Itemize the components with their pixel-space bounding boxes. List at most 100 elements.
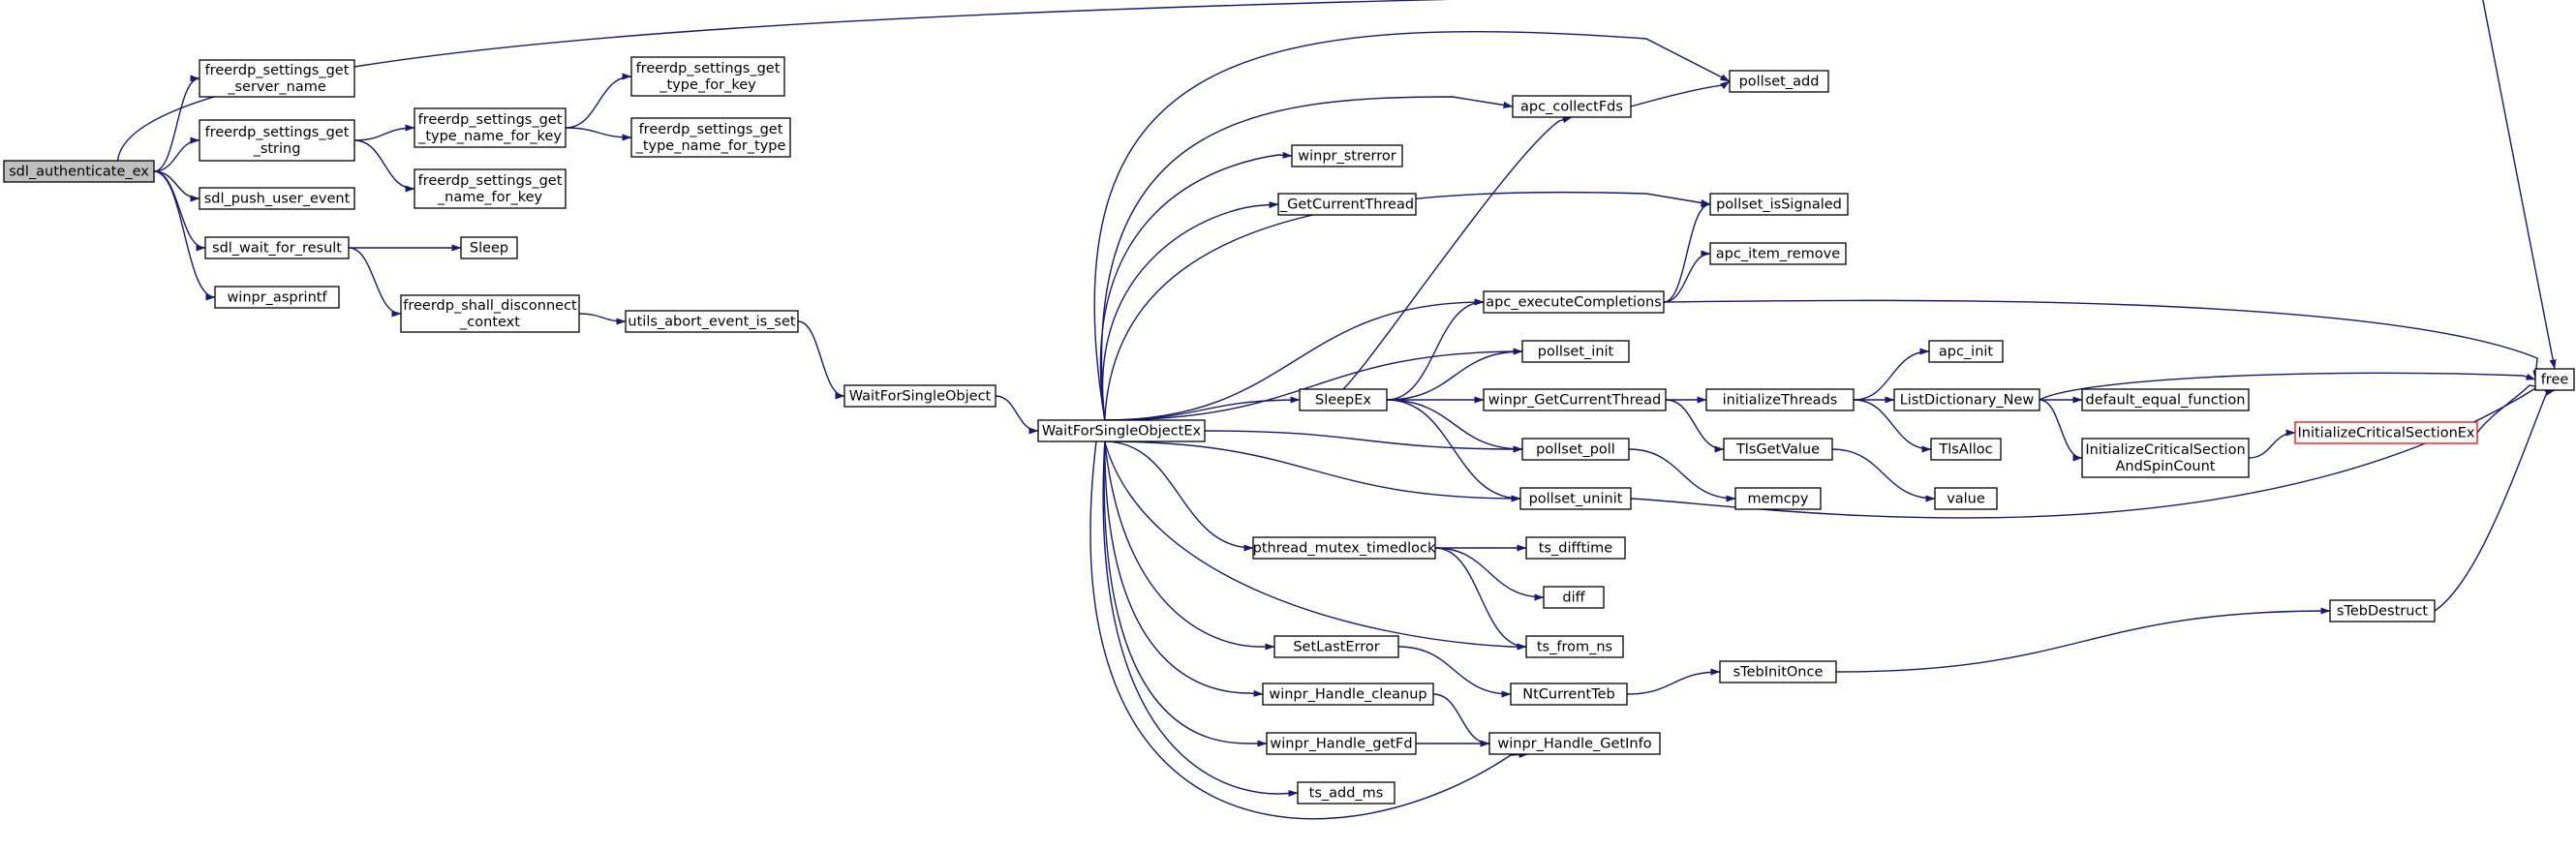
node-sdl-wait-for-result[interactable]: sdl_wait_for_result — [204, 236, 350, 259]
node-tlsgetvalue[interactable]: TlsGetValue — [1723, 438, 1833, 461]
node-label: apc_collectFds — [1520, 100, 1623, 115]
edge-line — [153, 75, 200, 172]
node-label: sdl_wait_for_result — [212, 241, 342, 257]
edge-SleepEx-to-pollset_uninit — [1386, 399, 1521, 502]
edge-NtCurrentTeb-to-sTebInitOnce — [1626, 668, 1721, 695]
node-apc-executecompletions[interactable]: apc_executeCompletions — [1483, 290, 1665, 314]
node-diff[interactable]: diff — [1543, 586, 1605, 609]
node-winpr-handle-getfd[interactable]: winpr_Handle_getFd — [1266, 732, 1417, 755]
edge-line — [2248, 429, 2296, 459]
node-pollset-poll[interactable]: pollset_poll — [1521, 438, 1630, 461]
node-apc-init[interactable]: apc_init — [1928, 340, 2004, 363]
node-get-type-for-key[interactable]: freerdp_settings_get_type_for_key — [630, 56, 785, 97]
node-utils-abort[interactable]: utils_abort_event_is_set — [625, 310, 799, 333]
node-box — [1252, 536, 1436, 560]
node-winpr-handle-cleanup[interactable]: winpr_Handle_cleanup — [1262, 683, 1434, 706]
node-box — [204, 236, 350, 259]
node-listdictionary-new[interactable]: ListDictionary_New — [1893, 388, 2040, 411]
edge-pollset_poll-to-memcpy — [1628, 448, 1736, 502]
node-label: utils_abort_event_is_set — [628, 315, 795, 330]
node-shall-disconnect[interactable]: freerdp_shall_disconnect_context — [400, 294, 580, 333]
node-ts-difftime[interactable]: ts_difftime — [1525, 536, 1626, 560]
node-label: SleepEx — [1315, 393, 1371, 409]
node-waitforsingleobject[interactable]: WaitForSingleObject — [843, 384, 997, 408]
node-label: InitializeCriticalSection — [2085, 442, 2245, 458]
node-initializethreads[interactable]: initializeThreads — [1705, 388, 1855, 411]
edge-WaitForSingleObjectEx-to-SleepEx — [1104, 396, 1301, 421]
node-default-equal-function[interactable]: default_equal_function — [2081, 388, 2250, 411]
edge-line — [1663, 299, 2540, 380]
edge-sdl_authenticate_ex-to-get_string — [153, 137, 200, 172]
node-get-string[interactable]: freerdp_settings_get_string — [199, 119, 355, 162]
node-ntcurrentteb[interactable]: NtCurrentTeb — [1510, 683, 1628, 706]
node-free[interactable]: free — [2534, 368, 2575, 391]
node-getcurrentthread[interactable]: _GetCurrentThread — [1277, 193, 1417, 216]
node-label: _server_name — [227, 79, 326, 95]
node-initializecriticalsectionex[interactable]: InitializeCriticalSectionEx — [2294, 421, 2478, 444]
node-pollset-add[interactable]: pollset_add — [1729, 70, 1829, 93]
node-winpr-handle-getinfo[interactable]: winpr_Handle_GetInfo — [1488, 732, 1661, 755]
node-get-name-for-key[interactable]: freerdp_settings_get_name_for_key — [414, 168, 567, 209]
node-sleepex[interactable]: SleepEx — [1299, 388, 1388, 411]
node-label: TlsGetValue — [1735, 442, 1820, 458]
edge-ListDictionary_New-to-InitCSAndSpinCount — [2039, 399, 2083, 462]
node-ts-from-ns[interactable]: ts_from_ns — [1525, 635, 1624, 658]
edge-apc_executeCompletions-to-free — [1663, 299, 2540, 380]
node-get-type-name-for-key[interactable]: freerdp_settings_get_type_name_for_key — [414, 107, 567, 148]
node-label: freerdp_settings_get — [418, 112, 563, 128]
node-get-type-name-for-type[interactable]: freerdp_settings_get_type_name_for_type — [630, 117, 791, 158]
edge-InitCSAndSpinCount-to-InitializeCriticalSectionEx — [2248, 429, 2296, 459]
node-sleep[interactable]: Sleep — [460, 236, 518, 259]
node-label: apc_init — [1939, 345, 1994, 360]
edge-line — [1626, 668, 1721, 695]
edge-SleepEx-to-pollset_init — [1386, 348, 1523, 401]
node-label: diff — [1562, 591, 1585, 606]
node-box — [1512, 95, 1632, 118]
node-winpr-asprintf[interactable]: winpr_asprintf — [214, 286, 340, 309]
node-pollset-issignaled[interactable]: pollset_isSignaled — [1709, 193, 1849, 216]
node-tlsalloc[interactable]: TlsAlloc — [1930, 438, 2002, 461]
node-label: sdl_authenticate_ex — [9, 165, 149, 180]
edge-line — [797, 320, 845, 400]
node-waitforsingleobjectex[interactable]: WaitForSingleObjectEx — [1037, 419, 1206, 442]
node-box — [414, 107, 567, 148]
edge-shall_disconnect-to-utils_abort — [578, 313, 627, 325]
edge-apc_executeCompletions-to-apc_item_remove — [1663, 250, 1711, 303]
node-sdl-authenticate-ex[interactable]: sdl_authenticate_ex — [3, 160, 155, 183]
edge-line — [353, 124, 415, 141]
edge-line — [1853, 348, 1930, 401]
node-memcpy[interactable]: memcpy — [1734, 487, 1822, 510]
node-box — [1723, 438, 1833, 461]
node-apc-item-remove[interactable]: apc_item_remove — [1709, 242, 1847, 265]
edge-WaitForSingleObject-to-WaitForSingleObjectEx — [995, 395, 1039, 435]
node-stebdestruct[interactable]: sTebDestruct — [2329, 599, 2436, 622]
edge-line — [1665, 399, 1725, 453]
node-box — [1928, 340, 2004, 363]
node-sdl-push-user-event[interactable]: sdl_push_user_event — [199, 187, 355, 210]
node-box — [1705, 388, 1855, 411]
edge-line — [2434, 388, 2556, 612]
node-winpr-strerror[interactable]: winpr_strerror — [1291, 144, 1403, 167]
edge-line — [1099, 151, 1293, 421]
edge-WaitForSingleObjectEx-to-pollset_poll — [1204, 430, 1523, 453]
node-ts-add-ms[interactable]: ts_add_ms — [1297, 781, 1395, 804]
node-apc-collectfds[interactable]: apc_collectFds — [1512, 95, 1632, 118]
node-pollset-init[interactable]: pollset_init — [1521, 340, 1630, 363]
edge-line — [1104, 440, 1521, 502]
edge-winpr_GetCurrentThread-to-TlsGetValue — [1665, 399, 1725, 453]
edge-line — [1102, 201, 1279, 421]
edge-WaitForSingleObjectEx-to-apc_executeCompletions — [1104, 298, 1485, 421]
node-winpr-getcurrentthread[interactable]: winpr_GetCurrentThread — [1483, 388, 1667, 411]
node-box — [625, 310, 799, 333]
edge-line — [353, 139, 415, 193]
edge-WaitForSingleObjectEx-to-apc_collectFds — [1100, 96, 1514, 421]
node-setlasterror[interactable]: SetLastError — [1273, 635, 1399, 658]
node-pollset-uninit[interactable]: pollset_uninit — [1519, 487, 1632, 510]
node-pthread-mutex-timedlock[interactable]: pthread_mutex_timedlock — [1252, 536, 1436, 560]
node-stebinitonce[interactable]: sTebInitOnce — [1719, 660, 1837, 683]
node-get-server-name[interactable]: freerdp_settings_get_server_name — [199, 59, 355, 98]
node-value[interactable]: value — [1934, 487, 1998, 510]
edge-line — [1831, 448, 1936, 502]
node-box — [1519, 487, 1632, 510]
